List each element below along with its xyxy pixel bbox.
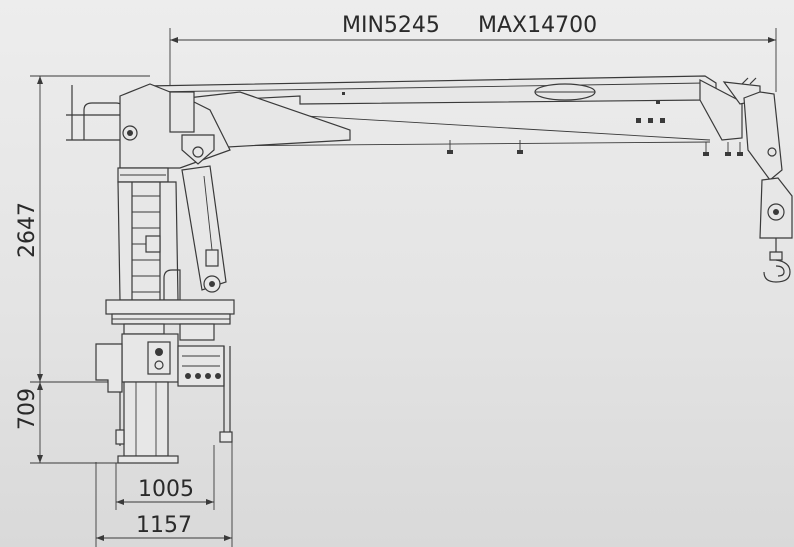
reach-max-label: MAX14700 bbox=[478, 13, 597, 38]
reach-dimension: MIN5245 MAX14700 bbox=[169, 13, 777, 92]
slewing-platform bbox=[105, 299, 235, 341]
turret-head bbox=[117, 83, 231, 183]
base-pedestal bbox=[95, 343, 233, 464]
boom-tip bbox=[699, 77, 783, 181]
luffing-cylinder bbox=[181, 165, 227, 293]
hook-block bbox=[759, 177, 793, 283]
base-height-dimension: 709 bbox=[15, 381, 128, 464]
column bbox=[117, 181, 181, 301]
base-width-inner-dimension: 1005 bbox=[115, 445, 215, 510]
control-valve-block bbox=[121, 333, 225, 387]
base-width-outer-label: 1157 bbox=[136, 513, 192, 538]
base-width-outer-dimension: 1157 bbox=[95, 440, 233, 547]
top-railing bbox=[66, 85, 128, 141]
column-height-dimension: 2647 bbox=[15, 75, 150, 382]
reach-min-label: MIN5245 bbox=[342, 13, 440, 38]
base-width-inner-label: 1005 bbox=[138, 477, 194, 502]
base-height-label: 709 bbox=[15, 388, 40, 430]
column-height-label: 2647 bbox=[15, 202, 40, 258]
boom bbox=[145, 75, 743, 156]
